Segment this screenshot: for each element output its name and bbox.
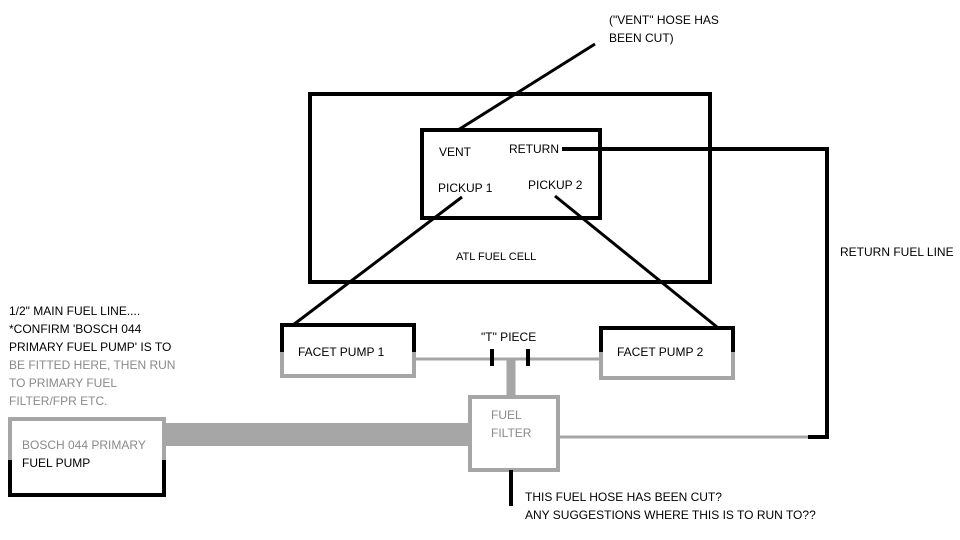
t-piece-label: "T" PIECE bbox=[481, 330, 537, 344]
bosch-pump-label-2: FUEL PUMP bbox=[22, 456, 91, 470]
bosch-pump-label-1: BOSCH 044 PRIMARY bbox=[22, 438, 146, 452]
facet-pump-2-box-grey bbox=[599, 352, 735, 380]
facet-pump-1-box-grey bbox=[280, 352, 416, 378]
main-fuel-line bbox=[164, 423, 470, 446]
fuel-cell-box bbox=[308, 92, 712, 284]
main-line-note-4: BE FITTED HERE, THEN RUN bbox=[9, 358, 176, 372]
cut-hose-note-2: ANY SUGGESTIONS WHERE THIS IS TO RUN TO?… bbox=[525, 508, 816, 522]
pickup1-label: PICKUP 1 bbox=[438, 181, 493, 195]
pickup2-line bbox=[554, 194, 718, 329]
main-line-note-1: 1/2" MAIN FUEL LINE.... bbox=[9, 304, 141, 318]
fuel-cell-label: ATL FUEL CELL bbox=[456, 251, 537, 263]
return-label: RETURN bbox=[509, 142, 559, 156]
bosch-pump-box-black bbox=[8, 460, 166, 497]
vent-label: VENT bbox=[439, 145, 472, 159]
main-line-note-2: *CONFIRM 'BOSCH 044 bbox=[9, 322, 142, 336]
main-line-note-3: PRIMARY FUEL PUMP' IS TO bbox=[9, 340, 172, 354]
bosch-pump-box-grey bbox=[8, 417, 166, 460]
pickup1-line bbox=[292, 195, 463, 327]
fuel-filter-label-2: FILTER bbox=[491, 426, 532, 440]
return-fuel-line-label: RETURN FUEL LINE bbox=[840, 245, 954, 259]
facet-pump-2-label: FACET PUMP 2 bbox=[617, 345, 704, 359]
main-line-note-5: TO PRIMARY FUEL bbox=[9, 376, 118, 390]
main-line-note-6: FILTER/FPR ETC. bbox=[9, 394, 108, 408]
vent-note-line-2: BEEN CUT) bbox=[609, 31, 674, 45]
fitting-plate-box bbox=[420, 128, 602, 220]
vent-note-line-1: ("VENT" HOSE HAS bbox=[609, 13, 719, 27]
return-fuel-line-black bbox=[562, 147, 829, 439]
facet-pump-1-label: FACET PUMP 1 bbox=[298, 345, 385, 359]
facet-pump-1-box-black bbox=[280, 323, 416, 352]
fuel-filter-label-1: FUEL bbox=[491, 408, 522, 422]
cut-hose-note-1: THIS FUEL HOSE HAS BEEN CUT? bbox=[525, 490, 722, 504]
facet-pump-2-box-black bbox=[599, 326, 735, 352]
vent-leader-line bbox=[457, 42, 596, 132]
pickup2-label: PICKUP 2 bbox=[528, 178, 583, 192]
